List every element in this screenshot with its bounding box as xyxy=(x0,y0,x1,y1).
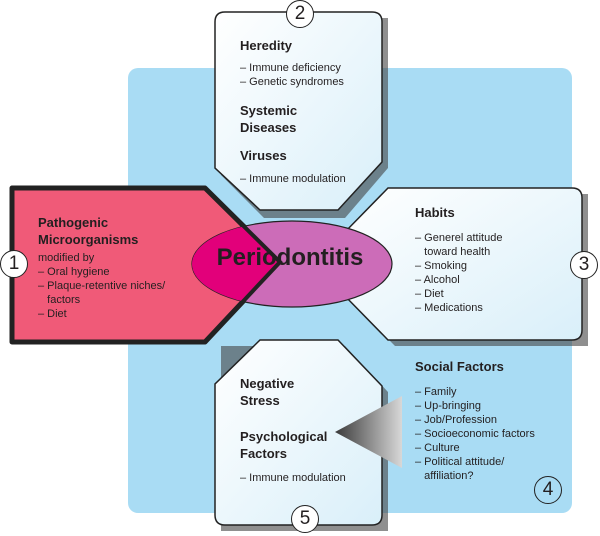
number-badge-3: 3 xyxy=(570,251,598,279)
list-item: – Diet xyxy=(415,288,444,300)
list-item: – Generel attitude xyxy=(415,232,503,244)
number-badge-5: 5 xyxy=(291,505,319,533)
pathogenic-subtitle: modified by xyxy=(38,252,95,264)
number-badge-4: 4 xyxy=(534,476,562,504)
list-item: – Up-bringing xyxy=(415,400,482,412)
viruses-item: – Immune modulation xyxy=(240,173,346,185)
list-item: – Socioeconomic factors xyxy=(415,428,535,440)
list-item: factors xyxy=(38,294,81,306)
list-item: – Alcohol xyxy=(415,274,460,286)
list-item: – Smoking xyxy=(415,260,467,272)
habits-panel xyxy=(342,187,583,341)
number-badge-2: 2 xyxy=(286,0,314,28)
social-factors-list: – Family – Up-bringing – Job/Profession – S… xyxy=(415,385,535,483)
viruses-title: Viruses xyxy=(240,148,287,163)
list-item: – Genetic syndromes xyxy=(240,76,344,88)
list-item: – Family xyxy=(415,386,457,398)
list-item: – Culture xyxy=(415,442,460,454)
number-badge-1: 1 xyxy=(0,250,28,278)
list-item: – Immune deficiency xyxy=(240,62,341,74)
center-label: Periodontitis xyxy=(216,244,364,271)
habits-title: Habits xyxy=(415,205,455,220)
list-item: toward health xyxy=(415,246,491,258)
list-item: – Plaque-retentive niches/ xyxy=(38,280,166,292)
heredity-panel xyxy=(214,11,383,211)
list-item: – Oral hygiene xyxy=(38,266,110,278)
psychological-item: – Immune modulation xyxy=(240,472,346,484)
stress-panel xyxy=(214,339,383,526)
list-item: – Job/Profession xyxy=(415,414,497,426)
list-item: – Diet xyxy=(38,308,67,320)
heredity-list: – Immune deficiency – Genetic syndromes xyxy=(240,61,344,89)
list-item: affiliation? xyxy=(415,470,474,482)
pathogenic-list: – Oral hygiene – Plaque-retentive niches/… xyxy=(38,265,165,321)
habits-list: – Generel attitude toward health – Smokin… xyxy=(415,231,502,315)
arrow-icon xyxy=(335,396,402,468)
heredity-title: Heredity xyxy=(240,38,293,53)
list-item: – Political attitude/ xyxy=(415,456,505,468)
social-factors-title: Social Factors xyxy=(415,359,504,374)
list-item: – Medications xyxy=(415,302,483,314)
